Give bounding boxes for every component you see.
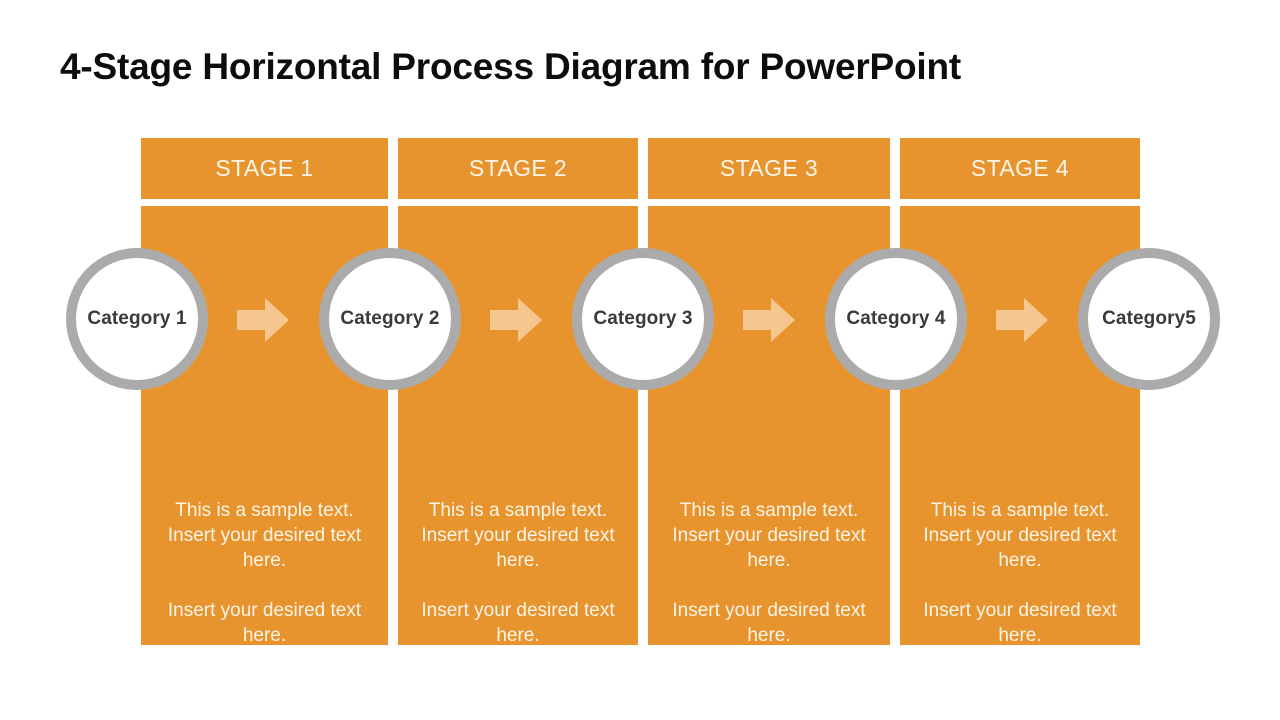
stage-paragraph-3-1: This is a sample text. Insert your desir… [672,500,866,571]
stage-header-label-2: STAGE 2 [468,155,568,181]
stage-paragraph-1-2: Insert your desired text here. [167,600,362,646]
node-label-2: Category 2 [340,308,440,329]
stage-header-3[interactable]: STAGE 3 [648,138,890,199]
stage-header-label-1: STAGE 1 [215,155,314,181]
node-layer: Category 1 Category 2 Category 3 [66,138,1220,645]
arrow-right-icon-3 [741,292,797,348]
stage-header-label-3: STAGE 3 [719,155,819,181]
stage-paragraph-2-2: Insert your desired text here. [421,600,615,646]
stage-paragraph-3-2: Insert your desired text here. [672,600,866,646]
node-label-4: Category 4 [846,308,946,329]
stage-header-row: STAGE 1 STAGE 2 STAGE 3 STAGE 4 [141,138,1140,199]
stage-header-2[interactable]: STAGE 2 [398,138,638,199]
arrow-right-icon-4 [994,292,1050,348]
stage-body-3: This is a sample text. Insert your desir… [648,498,890,648]
stage-header-label-4: STAGE 4 [970,155,1070,181]
node-circle-2[interactable]: Category 2 [319,248,461,390]
stage-header-4[interactable]: STAGE 4 [900,138,1140,199]
node-circle-3[interactable]: Category 3 [572,248,714,390]
stage-body-1: This is a sample text. Insert your desir… [141,498,388,648]
page-title: 4-Stage Horizontal Process Diagram for P… [60,46,962,87]
node-circle-4[interactable]: Category 4 [825,248,967,390]
stage-header-1[interactable]: STAGE 1 [141,138,388,199]
node-label-5: Category5 [1102,308,1196,329]
stage-body-4: This is a sample text. Insert your desir… [900,498,1140,648]
stage-paragraph-1-1: This is a sample text. Insert your desir… [167,500,362,571]
node-label-1: Category 1 [87,308,187,329]
node-circle-5[interactable]: Category5 [1078,248,1220,390]
stage-body-2: This is a sample text. Insert your desir… [398,498,638,648]
stage-paragraph-4-1: This is a sample text. Insert your desir… [923,500,1117,571]
node-circle-1[interactable]: Category 1 [66,248,208,390]
process-diagram: STAGE 1 STAGE 2 STAGE 3 STAGE 4 This is … [66,138,1220,648]
arrow-right-icon-2 [488,292,544,348]
node-label-3: Category 3 [593,308,693,329]
stage-paragraph-4-2: Insert your desired text here. [923,600,1117,646]
stage-paragraph-2-1: This is a sample text. Insert your desir… [421,500,615,571]
arrow-right-icon-1 [235,292,291,348]
